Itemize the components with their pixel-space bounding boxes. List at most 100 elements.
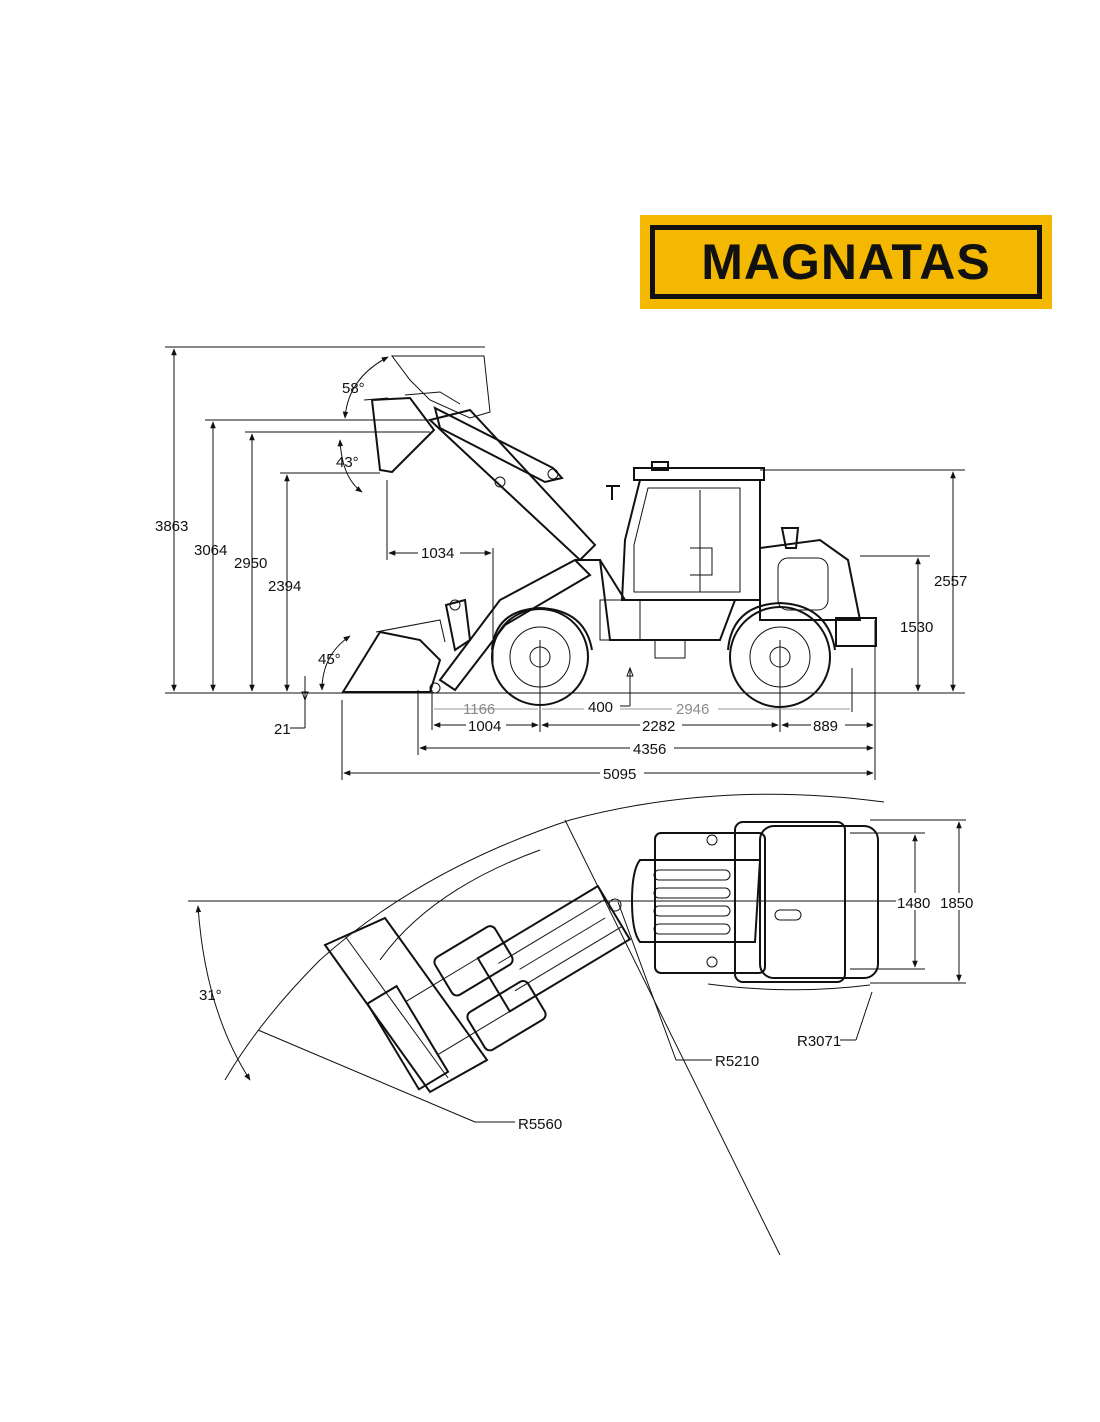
dim-5095-bg bbox=[600, 765, 644, 781]
articulation-ray bbox=[564, 819, 781, 1256]
dim-3064-label: 3064 bbox=[194, 542, 227, 559]
dim-2950-label: 2950 bbox=[234, 555, 267, 572]
dim-1004-label: 1004 bbox=[468, 718, 501, 735]
angle-43-arc bbox=[337, 439, 363, 493]
front-tire bbox=[491, 608, 589, 706]
front-loader-frame bbox=[476, 884, 632, 1013]
rear-turning-arc bbox=[707, 983, 871, 991]
seat bbox=[690, 547, 713, 576]
mirror-left bbox=[706, 834, 718, 846]
dim-400-bg bbox=[584, 697, 620, 713]
dim-400-arrow bbox=[626, 666, 634, 677]
articulation-joint bbox=[608, 898, 622, 912]
lowered-boom bbox=[341, 558, 592, 694]
dim-1850-label: 1850 bbox=[940, 895, 973, 912]
roof-slot-4 bbox=[653, 923, 731, 935]
r5210-label: R5210 bbox=[715, 1053, 759, 1070]
beacon bbox=[651, 461, 669, 471]
r5210-leader bbox=[617, 901, 677, 1061]
bucket-dump-position bbox=[370, 396, 436, 474]
logo-text: MAGNATAS bbox=[701, 234, 991, 290]
dim-2394-label: 2394 bbox=[268, 578, 301, 595]
mirror-right bbox=[706, 956, 718, 968]
roof-slot-2 bbox=[653, 887, 731, 899]
bucket-link-2 bbox=[437, 1010, 511, 1056]
dim-1004-bg bbox=[466, 717, 506, 733]
front-fender bbox=[491, 606, 593, 651]
engine-cover bbox=[759, 825, 879, 979]
bellcrank-pin bbox=[449, 599, 461, 611]
cylinder-pin bbox=[547, 468, 559, 480]
rear-hub bbox=[769, 646, 791, 668]
inner-arc bbox=[379, 849, 541, 961]
dim-889-label: 889 bbox=[813, 718, 838, 735]
tilt-cylinder-upper bbox=[433, 406, 564, 484]
rear-tire bbox=[729, 606, 831, 708]
boom-arm-lower bbox=[438, 558, 592, 692]
exhaust bbox=[780, 527, 800, 549]
front-hub bbox=[529, 646, 551, 668]
dim-1034-label: 1034 bbox=[421, 545, 454, 562]
dim-2282-bg bbox=[640, 717, 682, 733]
dim-1480-label: 1480 bbox=[897, 895, 930, 912]
bucket-ground-position bbox=[341, 630, 442, 693]
dim-1034-bg bbox=[418, 544, 460, 560]
r3071-leader bbox=[855, 991, 873, 1041]
front-tire-right bbox=[466, 980, 547, 1052]
dim-2557-label: 2557 bbox=[934, 573, 967, 590]
cab-window bbox=[633, 487, 741, 593]
dim-1530-label: 1530 bbox=[900, 619, 933, 636]
bellcrank bbox=[444, 598, 472, 652]
angle-31-arc bbox=[195, 905, 251, 1081]
bucket-rollback-ghost bbox=[391, 355, 491, 419]
boom-pin bbox=[494, 476, 506, 488]
step bbox=[654, 639, 686, 659]
bucket-edge bbox=[363, 397, 389, 401]
dim-2282-label: 2282 bbox=[642, 718, 675, 735]
rear-fender bbox=[727, 601, 836, 651]
dim-3863-label: 3863 bbox=[155, 518, 188, 535]
front-rim bbox=[509, 626, 571, 688]
cab-top bbox=[654, 832, 766, 974]
engine-hood bbox=[759, 538, 862, 621]
roof-slot-1 bbox=[653, 869, 731, 881]
dim-4356-label: 4356 bbox=[633, 741, 666, 758]
brand-logo: MAGNATAS bbox=[640, 215, 1052, 309]
dim-400-label-over: 400 bbox=[588, 699, 613, 716]
rear-wheel bbox=[727, 601, 836, 708]
top-view: 31° bbox=[188, 793, 976, 1256]
dim-1166-label: 1166 bbox=[463, 701, 495, 718]
bucket-linkage bbox=[375, 619, 446, 643]
cab-frame bbox=[620, 479, 761, 601]
raised-boom bbox=[363, 355, 597, 562]
roof-slot-3 bbox=[653, 905, 731, 917]
outer-turning-arc bbox=[224, 793, 885, 1081]
r3071-label: R3071 bbox=[797, 1033, 841, 1050]
side-view: 3863 3064 2950 2394 2557 1530 21 400 103… bbox=[155, 346, 967, 783]
dim-21-arrow bbox=[301, 691, 309, 702]
hydraulic-tank bbox=[599, 599, 641, 641]
rear-rim bbox=[749, 626, 811, 688]
bucket-blade bbox=[344, 935, 449, 1079]
dim-4356-bg bbox=[630, 740, 674, 756]
tilt-cylinder-top bbox=[519, 917, 606, 970]
linkage-ghost bbox=[404, 391, 461, 405]
rear-axle-tires bbox=[734, 821, 846, 983]
bucket-top bbox=[366, 984, 450, 1091]
dim-2946-bg bbox=[672, 700, 718, 716]
bucket-pin bbox=[429, 682, 441, 694]
angle-43-label: 43° bbox=[336, 454, 359, 471]
angle-31-label: 31° bbox=[199, 987, 222, 1004]
angle-45-label: 45° bbox=[318, 651, 341, 668]
chassis bbox=[575, 559, 737, 641]
boom-arm-left-top bbox=[498, 898, 606, 964]
angle-45-arc bbox=[319, 635, 351, 691]
bucket-outline bbox=[323, 916, 489, 1094]
engine-grille bbox=[777, 557, 829, 611]
exhaust-top bbox=[774, 909, 802, 921]
front-wheel bbox=[491, 606, 593, 706]
dim-2946-label: 2946 bbox=[676, 701, 709, 718]
counterweight bbox=[835, 617, 877, 647]
bucket-link-1 bbox=[405, 957, 479, 1002]
